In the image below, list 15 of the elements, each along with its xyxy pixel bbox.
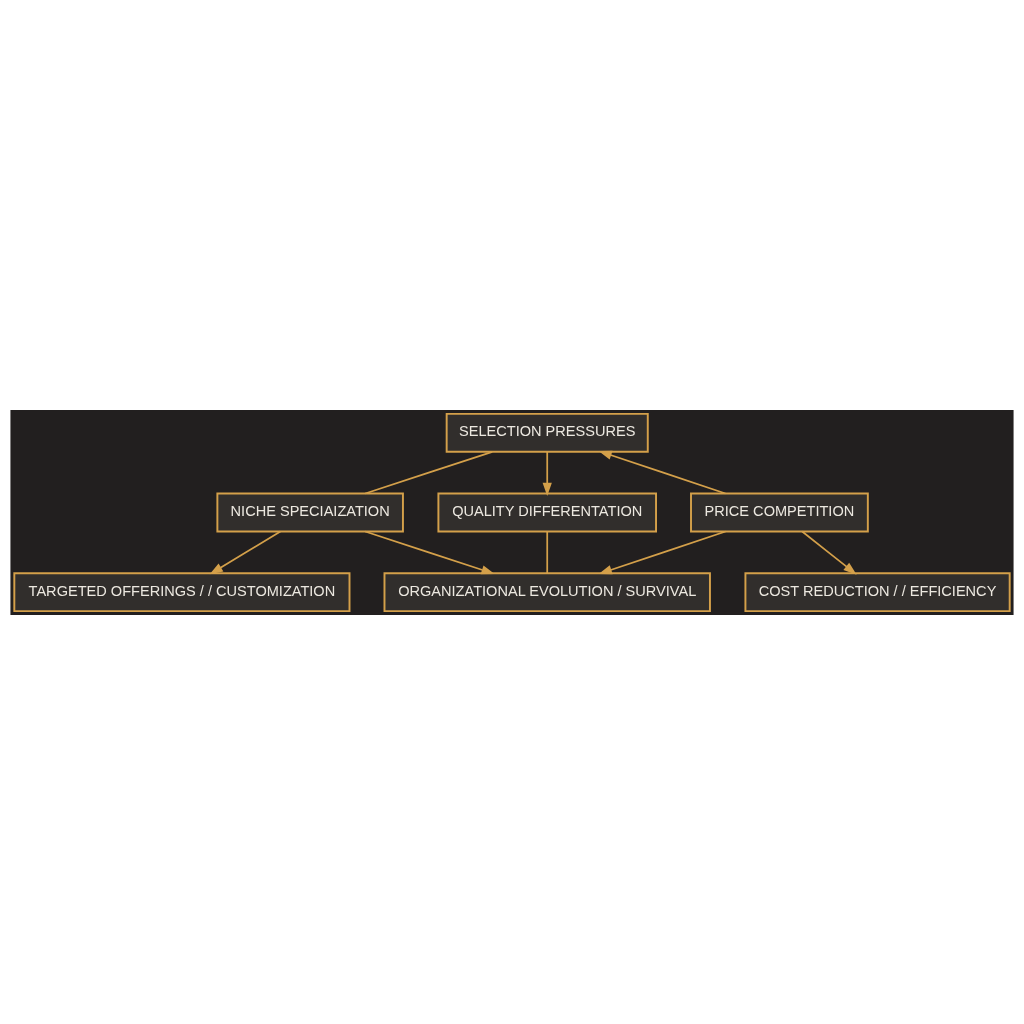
node-box: TARGETED OFFERINGS / / CUSTOMIZATION	[13, 571, 351, 612]
node-box: QUALITY DIFFERENTATION	[437, 492, 657, 532]
node-box: NICHE SPECIAIZATION	[216, 492, 404, 532]
arrow	[598, 530, 727, 574]
arrow	[209, 530, 282, 574]
arrow	[598, 450, 727, 494]
arrow	[364, 530, 495, 574]
node-box: PRICE COMPETITION	[690, 492, 869, 532]
arrow	[542, 450, 552, 496]
node-box: SELECTION PRESSURES	[445, 412, 649, 453]
node-box: COST REDUCTION / / EFFICIENCY	[744, 571, 1011, 612]
connector	[546, 530, 549, 574]
node-box: ORGANIZATIONAL EVOLUTION / SURVIVAL	[383, 571, 711, 612]
arrow	[801, 530, 857, 575]
connector	[364, 450, 494, 494]
